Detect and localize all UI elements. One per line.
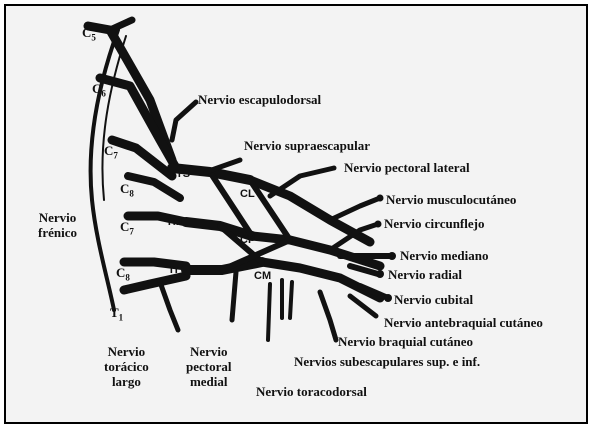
label-toracico-line1: Nervio [104,344,149,359]
pectoral-medial-branch [232,272,236,320]
root-label-t1: T1 [110,306,123,325]
braquial-branch [320,292,336,340]
label-radial: Nervio radial [388,267,462,282]
label-pectoral-medial: Nervio pectoral medial [186,344,231,389]
toracodorsal-branch [268,284,270,340]
label-musculocutaneo: Nervio musculocutáneo [386,192,516,207]
root-label-c7-lower: C7 [120,220,134,239]
label-frenico-line2: frénico [38,225,77,240]
root-label-c7: C7 [104,144,118,163]
label-circunflejo: Nervio circunflejo [384,216,484,231]
label-toracodorsal: Nervio toracodorsal [256,384,367,399]
label-pectoral-lateral: Nervio pectoral lateral [344,160,470,175]
label-braquial: Nervio braquial cutáneo [338,334,473,349]
subescapular-branch-2 [290,282,292,318]
musculocutaneo-branch [330,198,380,220]
trunk-label-tm: TM [166,216,182,228]
root-t1-nerve [124,276,186,290]
root-label-c5: C5 [82,26,96,45]
label-antebraquial: Nervio antebraquial cutáneo [384,315,543,330]
toracico-largo-branch [160,282,178,330]
escapulodorsal-branch [172,102,196,140]
pectoral-lateral-branch [270,168,334,196]
label-cubital: Nervio cubital [394,292,473,307]
trunk-label-ts: TS [176,168,190,180]
label-subescapulares: Nervios subescapulares sup. e inf. [294,354,480,369]
root-label-c8-lower: C8 [116,266,130,285]
root-label-c6: C6 [92,82,106,101]
label-pectoral-medial-line1: Nervio [186,344,231,359]
cord-label-cm: CM [254,270,271,282]
label-toracico-largo: Nervio torácico largo [104,344,149,389]
label-pectoral-medial-line3: medial [186,374,231,389]
cord-label-cp: CP [240,234,255,246]
cord-label-cl: CL [240,188,255,200]
label-pectoral-medial-line2: pectoral [186,359,231,374]
label-toracico-line2: torácico [104,359,149,374]
root-label-c8-upper: C8 [120,182,134,201]
label-supraescapular: Nervio supraescapular [244,138,370,153]
label-mediano: Nervio mediano [400,248,488,263]
label-frenico-line1: Nervio [38,210,77,225]
phrenic-nerve [91,30,118,310]
trunk-label-ti: TI [168,264,178,276]
label-frenico: Nervio frénico [38,210,77,240]
label-escapulodorsal: Nervio escapulodorsal [198,92,321,107]
label-toracico-line3: largo [104,374,149,389]
